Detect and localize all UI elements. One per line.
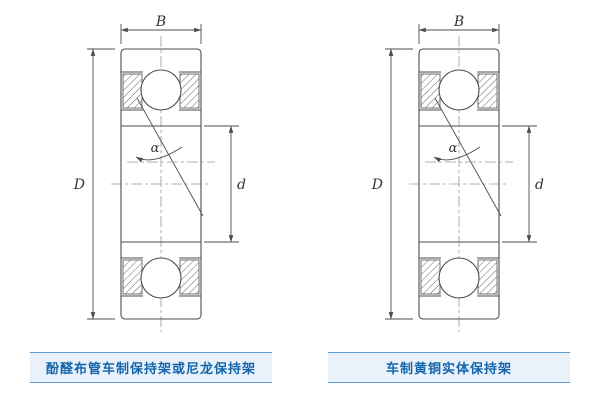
outer-diameter-label: D	[371, 177, 383, 193]
dimension-d	[204, 125, 239, 243]
bearing-diagram-right: α B D d	[371, 14, 544, 332]
diagram-left: α B D d 酚醛布管车制保持架或尼龙保持架	[30, 14, 272, 383]
width-label: B	[453, 14, 464, 30]
width-label: B	[155, 14, 166, 30]
bearing-outline	[418, 48, 500, 320]
dimension-B	[418, 24, 500, 44]
caption-right: 车制黄铜实体保持架	[328, 352, 570, 383]
bearing-outline	[120, 48, 202, 320]
caption-right-text: 车制黄铜实体保持架	[385, 361, 512, 376]
dimension-B	[120, 24, 202, 44]
caption-left: 酚醛布管车制保持架或尼龙保持架	[30, 352, 272, 383]
caption-left-text: 酚醛布管车制保持架或尼龙保持架	[45, 361, 256, 376]
cage-hatch	[122, 73, 200, 295]
balls	[140, 69, 182, 299]
balls	[438, 69, 480, 299]
bearing-diagram-left: α B D d	[73, 14, 246, 332]
diagram-stage: α B D d 酚醛布管车制保持架或尼龙保持架	[30, 14, 570, 383]
alpha-arrow	[433, 146, 481, 163]
alpha-label: α	[449, 141, 458, 156]
contact-angle-line	[136, 97, 204, 217]
bore-diameter-label: d	[535, 177, 544, 193]
dimension-D	[385, 48, 413, 320]
dimension-D	[87, 48, 115, 320]
dimension-d	[502, 125, 537, 243]
alpha-label: α	[151, 141, 160, 156]
alpha-arrow	[135, 146, 183, 163]
diagram-right: α B D d 车制黄铜实体保持架	[328, 14, 570, 383]
bore-diameter-label: d	[237, 177, 246, 193]
contact-angle-line	[434, 97, 502, 217]
outer-diameter-label: D	[73, 177, 85, 193]
